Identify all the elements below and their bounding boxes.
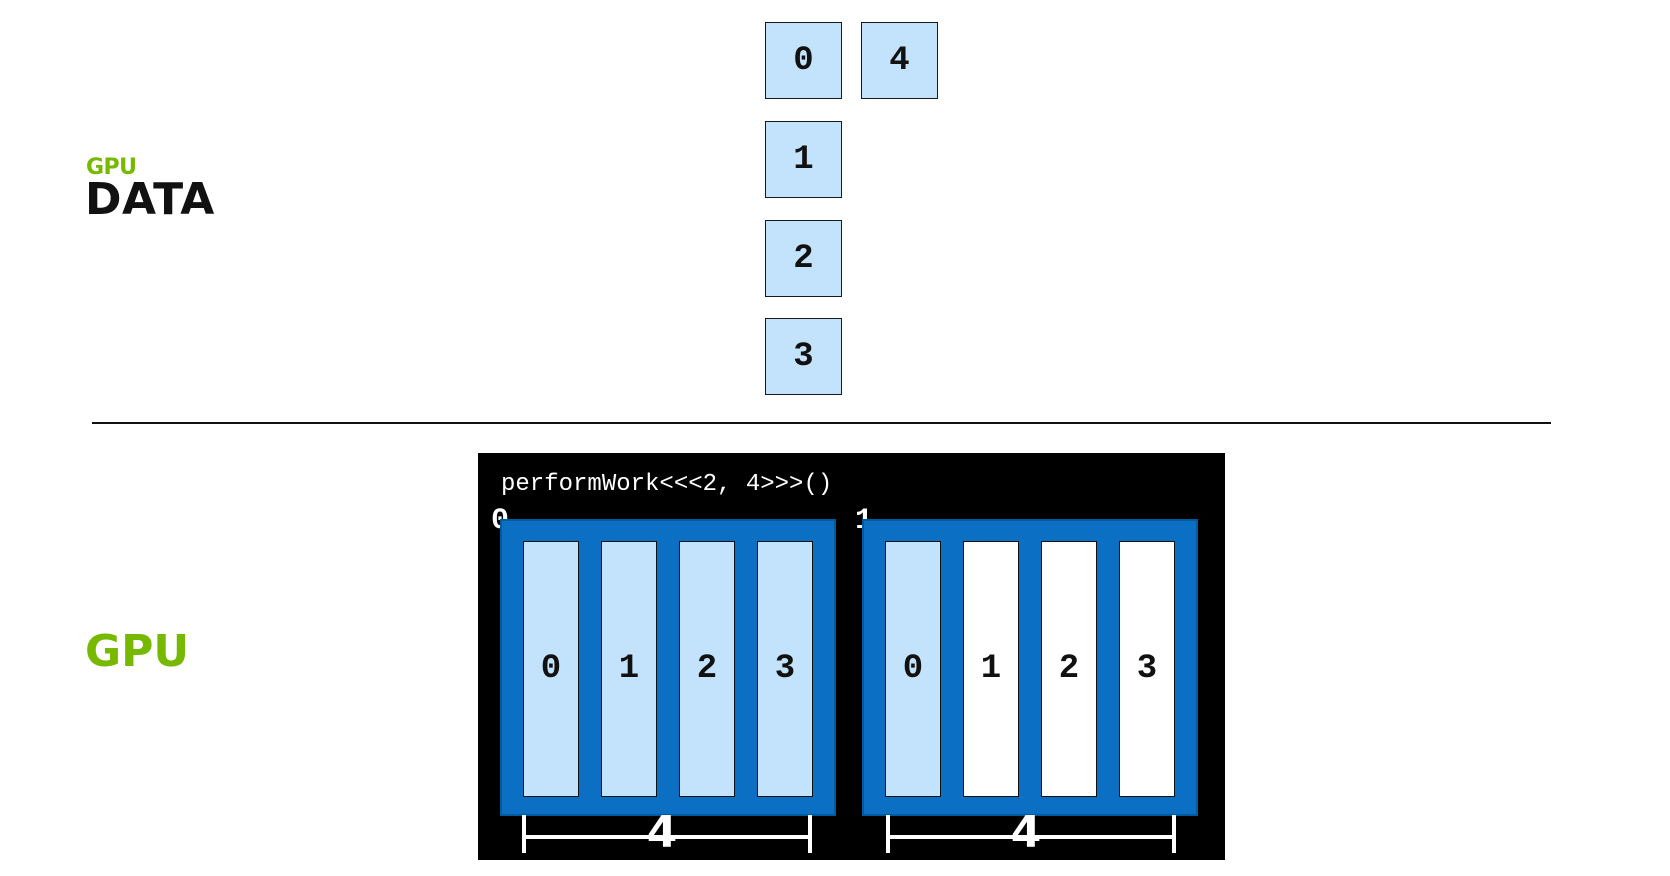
dimension-tick-left	[886, 815, 890, 853]
data-cell-4: 4	[861, 22, 938, 99]
data-cell-3: 3	[765, 318, 842, 395]
block-1-dimension-value: 4	[1010, 807, 1042, 858]
block-0-thread-3: 3	[757, 541, 813, 797]
block-1-thread-0: 0	[885, 541, 941, 797]
data-cell-0: 0	[765, 22, 842, 99]
dimension-line	[886, 835, 1176, 839]
gpu-grid-panel: performWork<<<2, 4>>>() 0 0 1 2 3 4 1 0 …	[478, 453, 1225, 860]
block-1-dimension: 4	[886, 809, 1176, 857]
block-0-thread-2: 2	[679, 541, 735, 797]
data-cell-2: 2	[765, 220, 842, 297]
block-0-dimension-value: 4	[646, 807, 678, 858]
thread-block-0: 0 1 2 3	[500, 519, 836, 816]
dimension-tick-right	[808, 815, 812, 853]
thread-block-1: 0 1 2 3	[862, 519, 1198, 816]
block-1-thread-1: 1	[963, 541, 1019, 797]
dimension-tick-right	[1172, 815, 1176, 853]
gpu-data-caption-gpu: GPU	[86, 155, 137, 180]
section-divider	[92, 422, 1551, 424]
kernel-launch-call: performWork<<<2, 4>>>()	[501, 471, 833, 498]
block-0-thread-1: 1	[601, 541, 657, 797]
gpu-section-label: GPU	[85, 626, 190, 677]
block-1-thread-3: 3	[1119, 541, 1175, 797]
data-cell-1: 1	[765, 121, 842, 198]
dimension-line	[522, 835, 812, 839]
block-0-thread-0: 0	[523, 541, 579, 797]
block-1-thread-2: 2	[1041, 541, 1097, 797]
dimension-tick-left	[522, 815, 526, 853]
gpu-data-caption-data: DATA	[85, 174, 215, 225]
block-0-dimension: 4	[522, 809, 812, 857]
